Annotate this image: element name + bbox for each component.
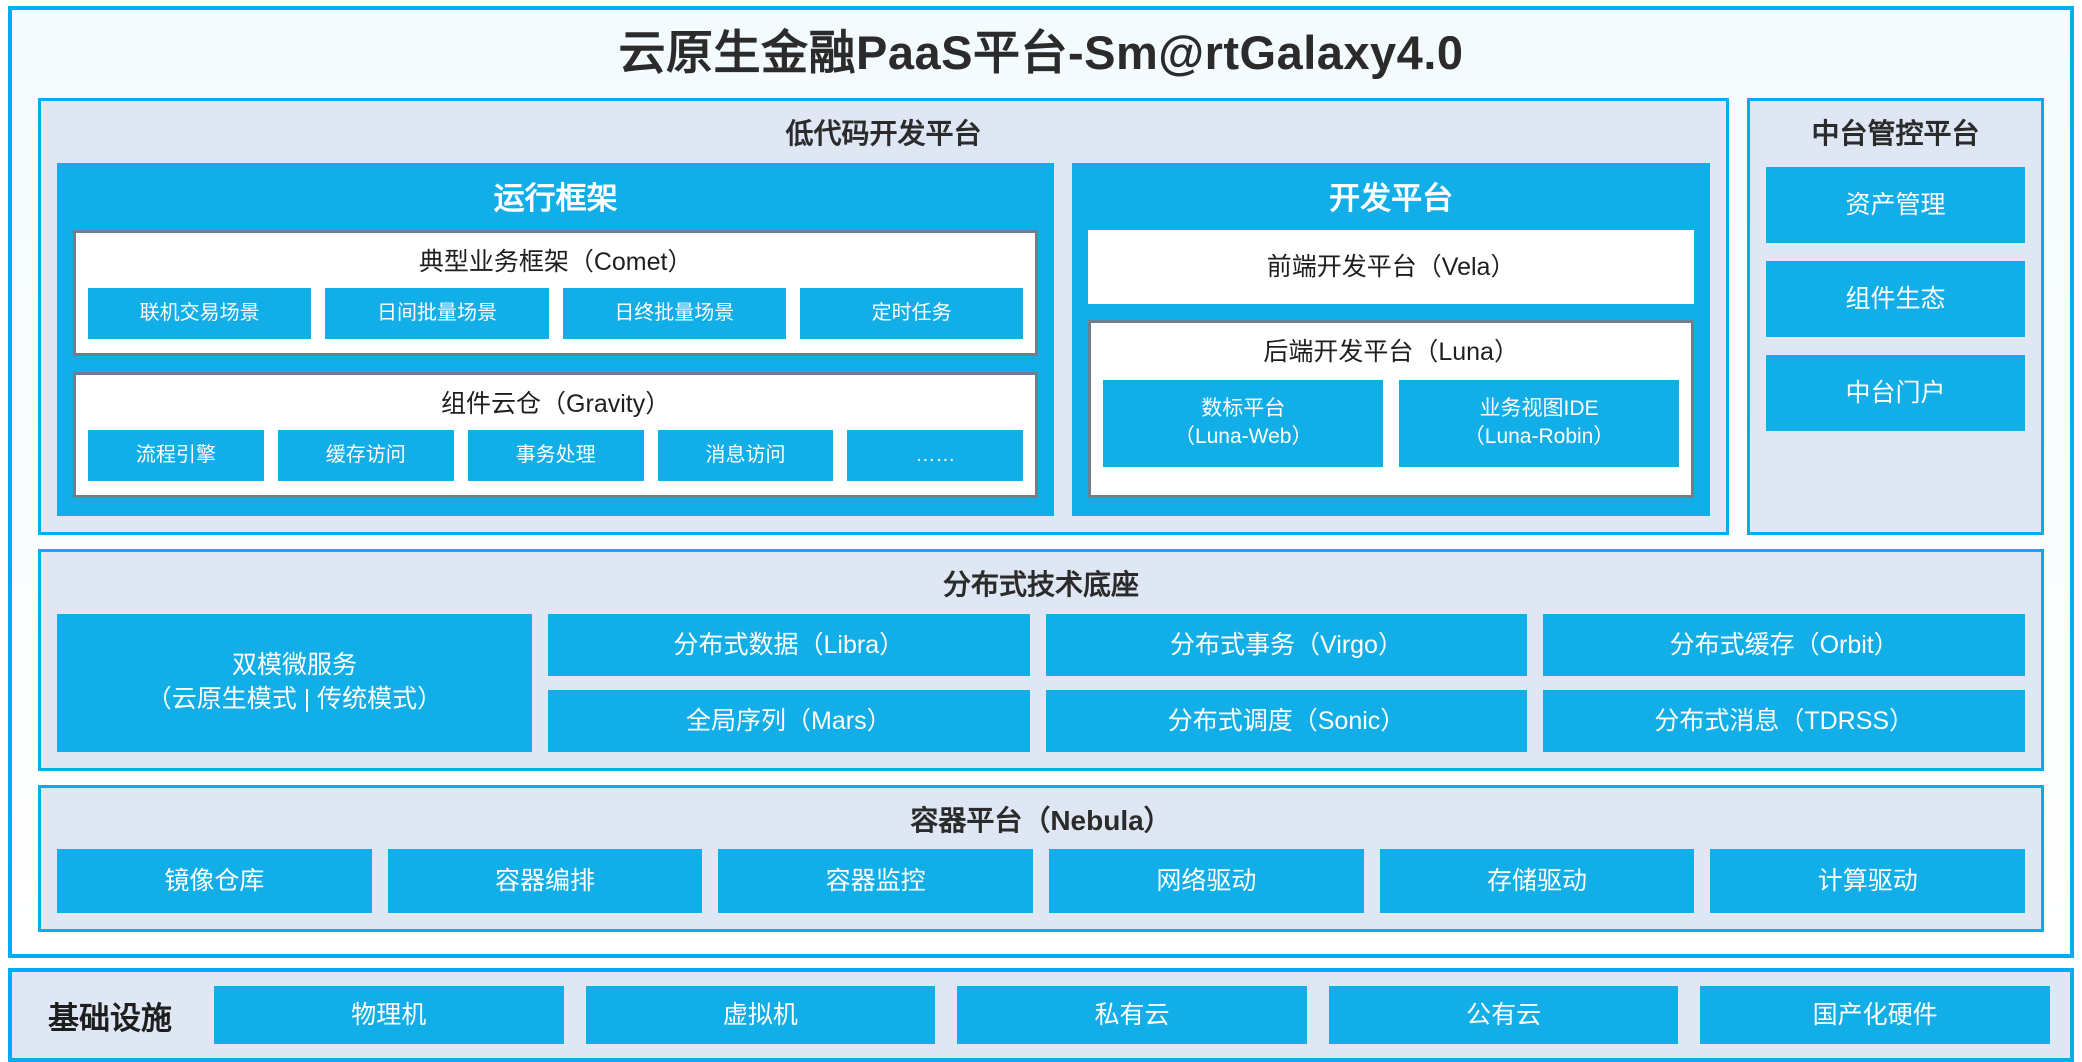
container-item-orchestration[interactable]: 容器编排 bbox=[387, 849, 703, 914]
infrastructure-items: 物理机 虚拟机 私有云 公有云 国产化硬件 bbox=[214, 986, 2050, 1045]
luna-item-sublabel: （Luna-Robin） bbox=[1463, 424, 1615, 448]
comet-item-label: 联机交易场景 bbox=[139, 302, 260, 325]
comet-card-title: 典型业务框架（Comet） bbox=[418, 248, 693, 277]
comet-item-label: 定时任务 bbox=[871, 302, 952, 325]
comet-item-label: 日间批量场景 bbox=[376, 302, 497, 325]
gravity-item-label: 流程引擎 bbox=[135, 444, 216, 467]
comet-item-intraday-batch[interactable]: 日间批量场景 bbox=[325, 288, 549, 340]
development-platform-title: 开发平台 bbox=[1329, 180, 1454, 216]
container-item-image-registry[interactable]: 镜像仓库 bbox=[57, 849, 372, 914]
comet-card: 典型业务框架（Comet） 联机交易场景 日间批量场景 日终批量场景 bbox=[73, 230, 1039, 357]
gravity-item-label: 缓存访问 bbox=[325, 444, 406, 467]
runtime-framework-title: 运行框架 bbox=[493, 180, 618, 216]
container-item-monitoring[interactable]: 容器监控 bbox=[718, 849, 1034, 914]
midplatform-item-label: 资产管理 bbox=[1845, 190, 1946, 219]
midplatform-panel: 中台管控平台 资产管理 组件生态 中台门户 bbox=[1747, 98, 2044, 536]
distributed-foundation-panel: 分布式技术底座 双模微服务 （云原生模式 | 传统模式） 分布式数据（Libra… bbox=[38, 549, 2044, 771]
midplatform-item-component-ecosystem[interactable]: 组件生态 bbox=[1766, 260, 2025, 337]
comet-item-eod-batch[interactable]: 日终批量场景 bbox=[562, 288, 786, 340]
gravity-item-label: …… bbox=[915, 444, 956, 467]
gravity-item-transaction[interactable]: 事务处理 bbox=[467, 430, 644, 482]
lowcode-platform-panel: 低代码开发平台 运行框架 典型业务框架（Comet） 联机交易场景 bbox=[38, 98, 1729, 536]
platform-frame: 云原生金融PaaS平台-Sm@rtGalaxy4.0 低代码开发平台 运行框架 … bbox=[8, 6, 2074, 959]
infrastructure-label: 基础设施 bbox=[48, 1000, 172, 1036]
infrastructure-item-domestic-hardware[interactable]: 国产化硬件 bbox=[1700, 986, 2050, 1045]
foundation-column-2: 分布式事务（Virgo） 分布式调度（Sonic） bbox=[1045, 613, 1528, 752]
gravity-card-title: 组件云仓（Gravity） bbox=[441, 390, 671, 419]
gravity-chip-row: 流程引擎 缓存访问 事务处理 消息访问 bbox=[88, 430, 1024, 482]
midplatform-item-label: 中台门户 bbox=[1845, 378, 1946, 407]
backend-platform-luna-card: 后端开发平台（Luna） 数标平台 （Luna-Web） 业务视图IDE （Lu… bbox=[1088, 320, 1694, 499]
luna-item-sublabel: （Luna-Web） bbox=[1173, 424, 1313, 448]
midplatform-list: 资产管理 组件生态 中台门户 bbox=[1766, 163, 2025, 517]
midplatform-item-portal[interactable]: 中台门户 bbox=[1766, 354, 2025, 431]
distributed-foundation-title: 分布式技术底座 bbox=[942, 569, 1139, 601]
frontend-platform-vela[interactable]: 前端开发平台（Vela） bbox=[1088, 230, 1694, 305]
gravity-item-cache-access[interactable]: 缓存访问 bbox=[277, 430, 454, 482]
midplatform-item-asset-management[interactable]: 资产管理 bbox=[1766, 166, 2025, 243]
container-platform-grid: 镜像仓库 容器编排 容器监控 网络驱动 存储驱动 计算驱动 bbox=[57, 849, 2026, 914]
infrastructure-item-physical-machine[interactable]: 物理机 bbox=[214, 986, 564, 1045]
luna-item-label: 数标平台 bbox=[1201, 397, 1286, 421]
comet-chip-row: 联机交易场景 日间批量场景 日终批量场景 定时任务 bbox=[88, 288, 1024, 340]
gravity-item-label: 事务处理 bbox=[515, 444, 596, 467]
foundation-item-tdrss[interactable]: 分布式消息（TDRSS） bbox=[1543, 689, 2026, 752]
infrastructure-item-private-cloud[interactable]: 私有云 bbox=[957, 986, 1307, 1045]
luna-chip-row: 数标平台 （Luna-Web） 业务视图IDE （Luna-Robin） bbox=[1103, 380, 1679, 467]
development-platform-body: 前端开发平台（Vela） 后端开发平台（Luna） 数标平台 （Luna-Web… bbox=[1088, 230, 1694, 499]
foundation-item-orbit[interactable]: 分布式缓存（Orbit） bbox=[1543, 613, 2026, 676]
comet-item-scheduled-task[interactable]: 定时任务 bbox=[799, 288, 1024, 340]
container-item-network-driver[interactable]: 网络驱动 bbox=[1049, 849, 1364, 914]
container-item-storage-driver[interactable]: 存储驱动 bbox=[1379, 849, 1695, 914]
comet-item-online-trade[interactable]: 联机交易场景 bbox=[88, 288, 312, 340]
foundation-item-mars[interactable]: 全局序列（Mars） bbox=[548, 689, 1030, 752]
comet-item-label: 日终批量场景 bbox=[614, 302, 735, 325]
foundation-item-dual-mode-microservice[interactable]: 双模微服务 （云原生模式 | 传统模式） bbox=[57, 613, 532, 752]
runtime-framework-block: 运行框架 典型业务框架（Comet） 联机交易场景 日间批量场景 bbox=[57, 162, 1055, 517]
foundation-column-1: 分布式数据（Libra） 全局序列（Mars） bbox=[548, 613, 1030, 752]
midplatform-title: 中台管控平台 bbox=[1811, 118, 1980, 150]
foundation-item-sonic[interactable]: 分布式调度（Sonic） bbox=[1045, 689, 1528, 752]
foundation-item-label: 双模微服务 bbox=[231, 651, 357, 680]
gravity-item-label: 消息访问 bbox=[705, 444, 786, 467]
foundation-item-virgo[interactable]: 分布式事务（Virgo） bbox=[1045, 613, 1528, 676]
distributed-foundation-grid: 双模微服务 （云原生模式 | 传统模式） 分布式数据（Libra） 全局序列（M… bbox=[57, 613, 2026, 752]
infrastructure-item-public-cloud[interactable]: 公有云 bbox=[1328, 986, 1679, 1045]
infrastructure-item-virtual-machine[interactable]: 虚拟机 bbox=[585, 986, 936, 1045]
foundation-item-sublabel: （云原生模式 | 传统模式） bbox=[146, 684, 443, 713]
infrastructure-panel: 基础设施 物理机 虚拟机 私有云 公有云 国产化硬件 bbox=[8, 968, 2074, 1062]
luna-item-label: 业务视图IDE bbox=[1479, 397, 1599, 421]
lowcode-platform-title: 低代码开发平台 bbox=[785, 118, 982, 150]
gravity-card: 组件云仓（Gravity） 流程引擎 缓存访问 事务处理 bbox=[73, 372, 1039, 499]
development-platform-block: 开发平台 前端开发平台（Vela） 后端开发平台（Luna） 数标平台 （Lun… bbox=[1072, 162, 1710, 517]
container-item-compute-driver[interactable]: 计算驱动 bbox=[1710, 849, 2026, 914]
foundation-column-3: 分布式缓存（Orbit） 分布式消息（TDRSS） bbox=[1543, 613, 2026, 752]
luna-item-luna-web[interactable]: 数标平台 （Luna-Web） bbox=[1103, 380, 1384, 467]
gravity-item-more[interactable]: …… bbox=[847, 430, 1024, 482]
gravity-item-process-engine[interactable]: 流程引擎 bbox=[88, 430, 264, 482]
midplatform-item-label: 组件生态 bbox=[1845, 284, 1946, 313]
page-title: 云原生金融PaaS平台-Sm@rtGalaxy4.0 bbox=[618, 26, 1464, 79]
luna-item-luna-robin[interactable]: 业务视图IDE （Luna-Robin） bbox=[1399, 380, 1679, 467]
foundation-item-libra[interactable]: 分布式数据（Libra） bbox=[548, 613, 1030, 676]
lowcode-platform-body: 运行框架 典型业务框架（Comet） 联机交易场景 日间批量场景 bbox=[57, 162, 1710, 517]
container-platform-panel: 容器平台（Nebula） 镜像仓库 容器编排 容器监控 网络驱动 存储驱动 计算… bbox=[38, 784, 2044, 933]
gravity-item-message-access[interactable]: 消息访问 bbox=[657, 430, 834, 482]
container-platform-title: 容器平台（Nebula） bbox=[910, 804, 1172, 836]
backend-platform-luna-title: 后端开发平台（Luna） bbox=[1263, 338, 1519, 367]
top-row: 低代码开发平台 运行框架 典型业务框架（Comet） 联机交易场景 bbox=[38, 98, 2044, 536]
